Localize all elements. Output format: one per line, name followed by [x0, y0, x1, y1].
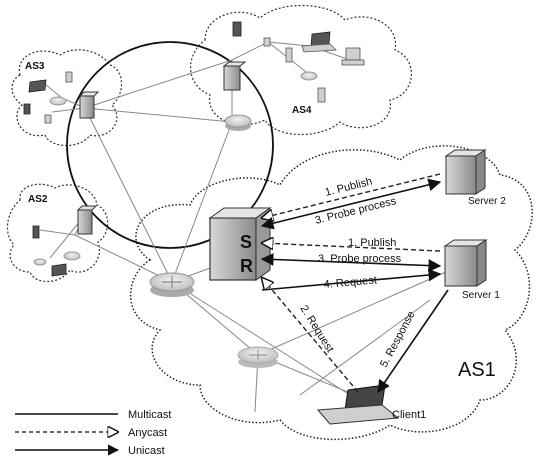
- as1-link-4: [257, 267, 456, 356]
- multicast-ring: [66, 41, 274, 249]
- arrow-request-client: [262, 278, 359, 393]
- as3-cloud: [11, 49, 123, 147]
- label-request-s1: 4. Request: [323, 274, 377, 291]
- router-icon-as4: [224, 114, 252, 131]
- sr-server-as3-icon: [78, 91, 100, 119]
- as1-link-7: [299, 299, 431, 396]
- label-server1: Server 1: [462, 290, 500, 301]
- sr-server-icon: S R: [208, 207, 272, 281]
- arrow-publish-s1: [262, 243, 441, 252]
- router-icon-as3: [49, 96, 67, 106]
- as4-devices: [232, 21, 365, 103]
- sr-letter-s: S: [240, 232, 252, 252]
- label-server2: Server 2: [468, 196, 506, 207]
- legend-unicast-label: Unicast: [128, 445, 165, 457]
- label-probe-s1: 3. Probe process: [318, 253, 402, 265]
- legend: Multicast Anycast Unicast: [15, 409, 171, 457]
- router-icon-as1-lower: [237, 346, 279, 368]
- label-publish-s1: 1. Publish: [348, 237, 396, 249]
- sr-letter-r: R: [240, 256, 253, 276]
- as3-devices: [23, 71, 73, 124]
- as4-link: [231, 41, 351, 61]
- arrow-probe-s1: [260, 253, 442, 272]
- router-icon-as4-small: [300, 71, 318, 81]
- ring-link-a: [84, 107, 233, 123]
- arrow-response: [377, 289, 449, 394]
- sr-server-as2-icon: [76, 205, 98, 235]
- ring-link-c: [171, 121, 233, 283]
- legend-anycast-label: Anycast: [128, 427, 167, 439]
- as4-cloud: [190, 4, 412, 136]
- label-as2: AS2: [28, 194, 48, 205]
- as2-devices: [32, 225, 67, 277]
- ring-link-d: [84, 59, 233, 109]
- legend-multicast-label: Multicast: [128, 409, 171, 421]
- label-as3: AS3: [25, 61, 45, 72]
- sr-server-as4-icon: [222, 61, 247, 91]
- router-icon-as2: [63, 251, 81, 261]
- server1-icon: [443, 239, 488, 287]
- label-as1: AS1: [458, 359, 496, 381]
- client1-laptop-icon: [316, 384, 400, 425]
- label-as4: AS4: [292, 105, 312, 116]
- arrow-request-s1: [261, 268, 442, 291]
- ring-link-f: [74, 234, 173, 283]
- arrow-probe-s2: [260, 178, 442, 230]
- ring-link-b: [84, 107, 173, 283]
- server2-icon: [444, 149, 487, 195]
- router-icon-main: [149, 272, 195, 297]
- as3-link: [39, 79, 87, 113]
- as1-link-2: [171, 281, 351, 396]
- label-client1: Client1: [392, 409, 426, 421]
